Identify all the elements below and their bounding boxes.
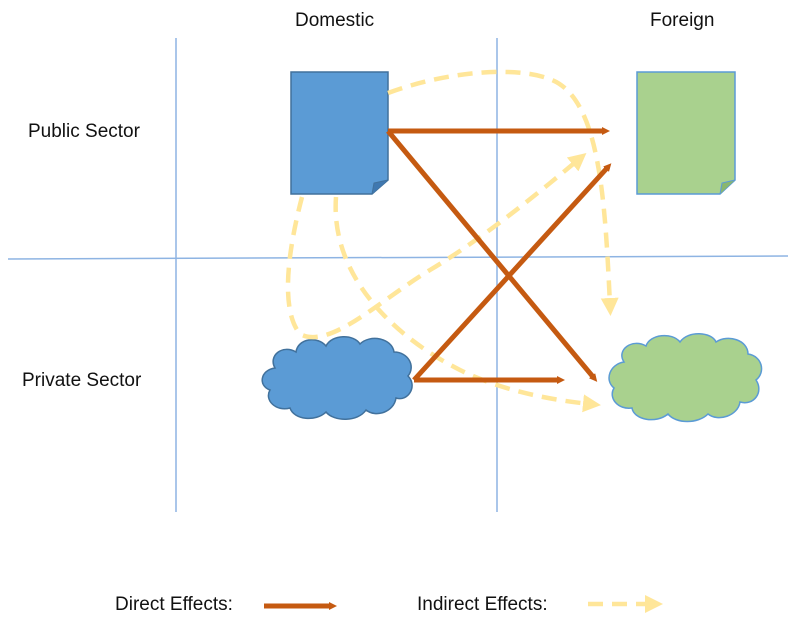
indirect-effects bbox=[285, 69, 619, 413]
indirect-arrow-upper-loop bbox=[387, 69, 619, 316]
direct-arrow-private-to-public bbox=[412, 163, 612, 382]
domestic-public-document-icon bbox=[290, 71, 389, 195]
indirect-arrow-lower-curve bbox=[333, 196, 601, 413]
direct-arrow-public-to-private bbox=[386, 129, 598, 382]
column-header-domestic: Domestic bbox=[295, 10, 375, 31]
legend-direct-effects-label: Direct Effects: bbox=[115, 594, 233, 615]
horizontal-gridline bbox=[7, 255, 788, 260]
foreign-private-cloud-icon bbox=[608, 333, 763, 423]
foreign-public-document-icon bbox=[636, 71, 736, 195]
grid bbox=[7, 38, 788, 512]
domestic-private-cloud-icon bbox=[261, 336, 413, 420]
row-header-private-sector: Private Sector bbox=[22, 370, 142, 391]
domestic-public-document-fold bbox=[371, 179, 389, 195]
direct-effects bbox=[386, 127, 612, 384]
legend-indirect-effects-label: Indirect Effects: bbox=[417, 594, 548, 615]
foreign-public-document-fold bbox=[719, 179, 736, 195]
indirect-arrow-via-private bbox=[285, 152, 587, 340]
column-header-foreign: Foreign bbox=[650, 10, 715, 31]
row-header-public-sector: Public Sector bbox=[28, 121, 140, 142]
